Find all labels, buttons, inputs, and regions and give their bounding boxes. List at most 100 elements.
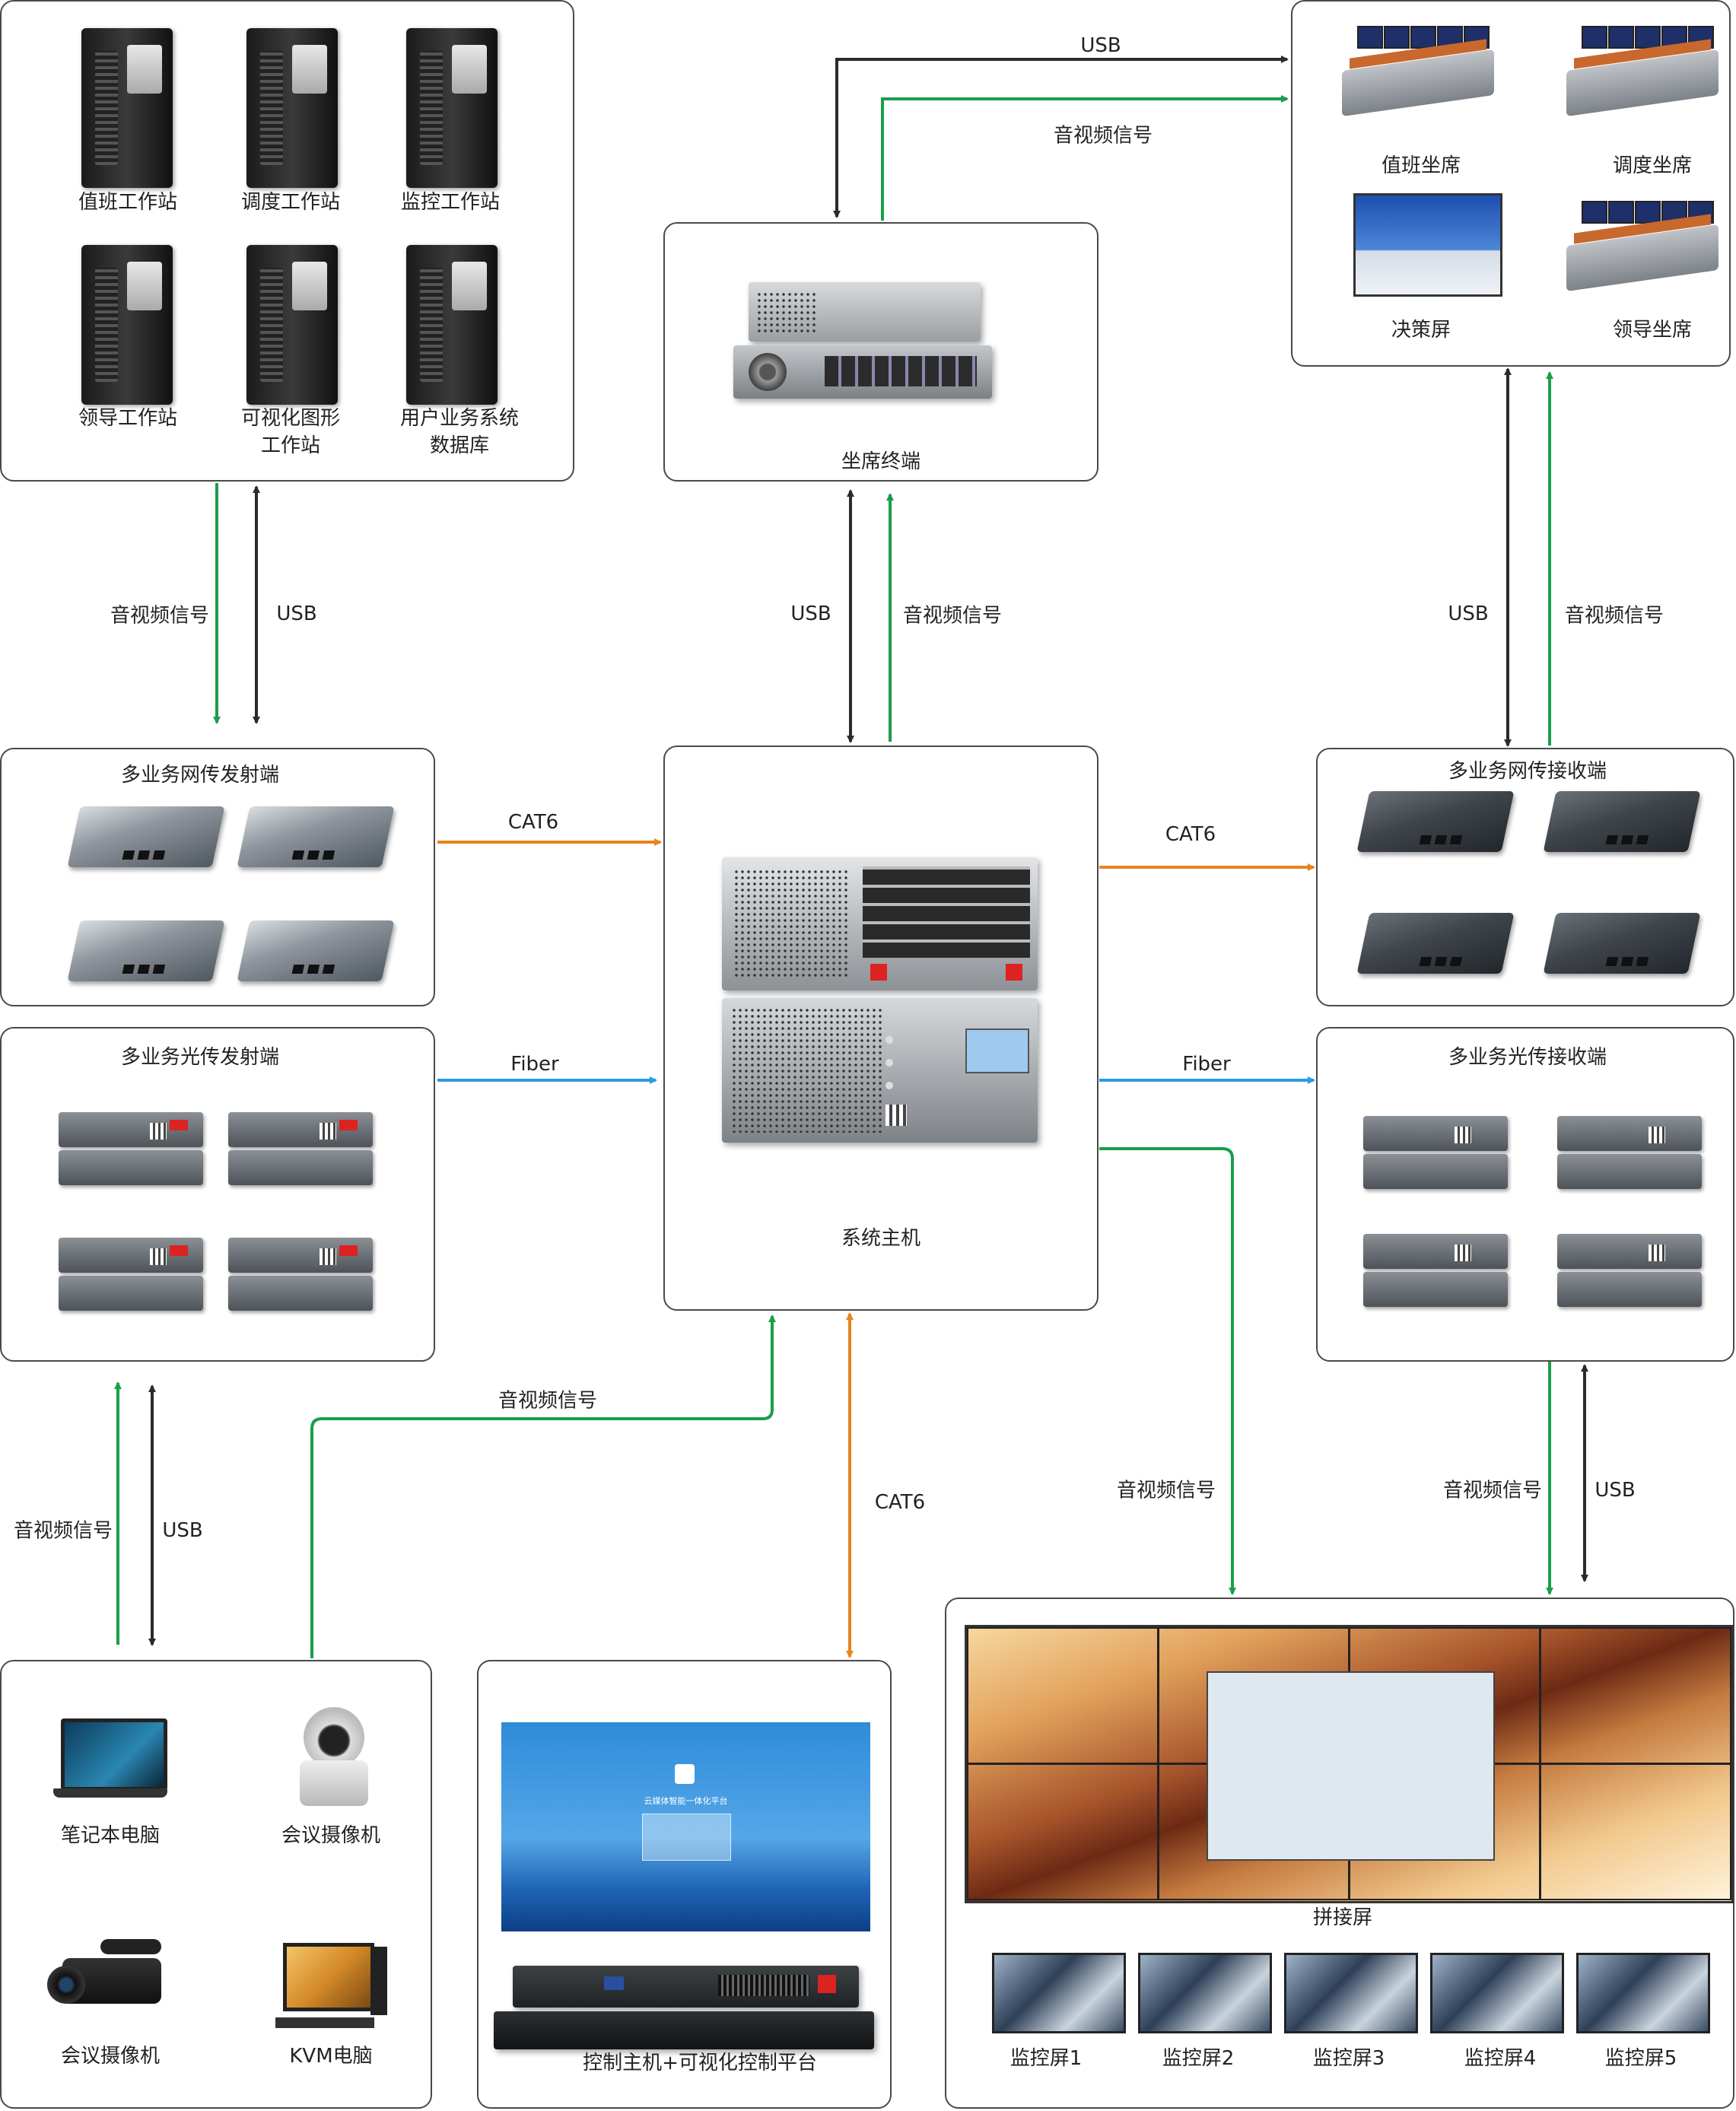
monitor-screen-icon	[1138, 1953, 1272, 2033]
net-rx-device-icon	[1356, 791, 1515, 852]
control-platform-title: 云媒体智能一体化平台	[644, 1796, 728, 1806]
monitor-label: 监控屏4	[1464, 2047, 1537, 2070]
seat-terminal-device-icon	[749, 282, 981, 342]
optical-rx-device-icon	[1363, 1116, 1508, 1192]
control-group: 云媒体智能一体化平台	[477, 1660, 892, 2109]
edge-label: USB	[1448, 602, 1489, 625]
edge-label: 音视频信号	[110, 604, 210, 628]
seat-label: 值班坐席	[1381, 154, 1461, 177]
sources-group	[0, 1660, 432, 2109]
edge-label: USB	[790, 602, 831, 625]
monitor-screen-icon	[1576, 1953, 1710, 2033]
optical-rx-device-icon	[1363, 1234, 1508, 1310]
source-label: 会议摄像机	[60, 2045, 161, 2068]
seats-group	[1291, 0, 1731, 367]
workstation-label: 可视化图形 工作站	[240, 407, 341, 457]
system-host-group	[663, 746, 1099, 1311]
edge-label: USB	[1080, 34, 1121, 57]
workstation-tower-icon	[81, 28, 173, 188]
edge-label: 音视频信号	[902, 604, 1003, 628]
edge-label: 音视频信号	[1442, 1479, 1543, 1502]
edge-src-host-av	[310, 1315, 776, 1658]
control-host-icon	[513, 1966, 859, 2008]
edge-label: 音视频信号	[498, 1389, 598, 1413]
edge-label: Fiber	[510, 1053, 559, 1076]
source-label: 会议摄像机	[281, 1824, 381, 1847]
workstation-tower-icon	[406, 28, 498, 188]
control-platform-screen: 云媒体智能一体化平台	[501, 1722, 870, 1931]
seat-label: 领导坐席	[1612, 319, 1693, 342]
kvm-computer-icon	[272, 1943, 387, 2034]
optical-tx-device-icon	[59, 1238, 203, 1314]
system-host-chassis-icon	[722, 998, 1038, 1143]
optical-tx-device-icon	[228, 1112, 373, 1188]
edge-label: USB	[276, 602, 317, 625]
workstation-label: 用户业务系统 数据库	[399, 407, 520, 457]
laptop-icon	[53, 1718, 167, 1802]
workstation-tower-icon	[246, 28, 338, 188]
optical-rx-device-icon	[1557, 1234, 1702, 1310]
monitor-screen-icon	[1430, 1953, 1564, 2033]
edge-label: USB	[1595, 1479, 1636, 1502]
seat-terminal-device-icon	[733, 345, 992, 399]
optical-rx-group	[1316, 1027, 1734, 1362]
edge-label: CAT6	[1165, 823, 1216, 846]
edge-label: Fiber	[1182, 1053, 1231, 1076]
workstation-tower-icon	[406, 245, 498, 405]
edge-label: 音视频信号	[1564, 604, 1664, 628]
monitor-label: 监控屏2	[1162, 2047, 1235, 2070]
optical-tx-group	[0, 1027, 435, 1362]
edge-label: 音视频信号	[1116, 1479, 1216, 1502]
edge-host-wall-av	[1099, 1147, 1236, 1595]
workstation-label: 调度工作站	[240, 191, 341, 214]
video-wall-label: 拼接屏	[1312, 1906, 1373, 1929]
net-tx-label: 多业务网传发射端	[120, 764, 280, 787]
edge-label: CAT6	[507, 811, 559, 834]
edge-label: 音视频信号	[1053, 124, 1153, 148]
console-seat-icon	[1566, 193, 1719, 292]
optical-tx-label: 多业务光传发射端	[120, 1046, 280, 1069]
monitor-label: 监控屏3	[1312, 2047, 1385, 2070]
workstation-label: 值班工作站	[78, 191, 178, 214]
net-tx-device-icon	[67, 920, 225, 981]
edge-top-av	[881, 95, 1289, 221]
net-rx-device-icon	[1543, 791, 1701, 852]
optical-rx-label: 多业务光传接收端	[1448, 1046, 1607, 1069]
net-tx-device-icon	[237, 806, 395, 867]
optical-tx-device-icon	[228, 1238, 373, 1314]
edge-label: USB	[162, 1519, 203, 1542]
seat-terminal-label: 坐席终端	[841, 450, 921, 473]
net-tx-device-icon	[237, 920, 395, 981]
system-host-label: 系统主机	[841, 1227, 921, 1250]
net-tx-device-icon	[67, 806, 225, 867]
video-wall-group	[945, 1598, 1734, 2109]
control-label: 控制主机+可视化控制平台	[583, 2052, 817, 2074]
workstation-label: 监控工作站	[400, 191, 501, 214]
desktop-window	[1207, 1671, 1495, 1861]
system-host-card-frame-icon	[722, 857, 1038, 990]
control-host-icon	[494, 2011, 874, 2049]
seat-label: 决策屏	[1391, 319, 1451, 342]
workstation-tower-icon	[81, 245, 173, 405]
workstation-label: 领导工作站	[78, 407, 178, 430]
workstation-tower-icon	[246, 245, 338, 405]
decision-screen-icon	[1353, 193, 1502, 297]
net-rx-device-icon	[1543, 913, 1701, 974]
login-panel	[642, 1814, 731, 1861]
net-rx-group	[1316, 748, 1734, 1006]
optical-rx-device-icon	[1557, 1116, 1702, 1192]
edge-label: CAT6	[874, 1491, 926, 1514]
net-rx-label: 多业务网传接收端	[1448, 760, 1607, 783]
seat-terminal-group	[663, 222, 1099, 482]
monitor-label: 监控屏1	[1009, 2047, 1083, 2070]
monitor-screen-icon	[992, 1953, 1126, 2033]
console-seat-icon	[1566, 18, 1719, 117]
console-seat-icon	[1342, 18, 1494, 117]
edge-top-usb	[833, 56, 1289, 218]
net-rx-device-icon	[1356, 913, 1515, 974]
workstations-group	[0, 0, 574, 482]
edge-label: 音视频信号	[13, 1519, 113, 1543]
source-label: KVM电脑	[289, 2045, 373, 2068]
monitor-screen-icon	[1284, 1953, 1418, 2033]
